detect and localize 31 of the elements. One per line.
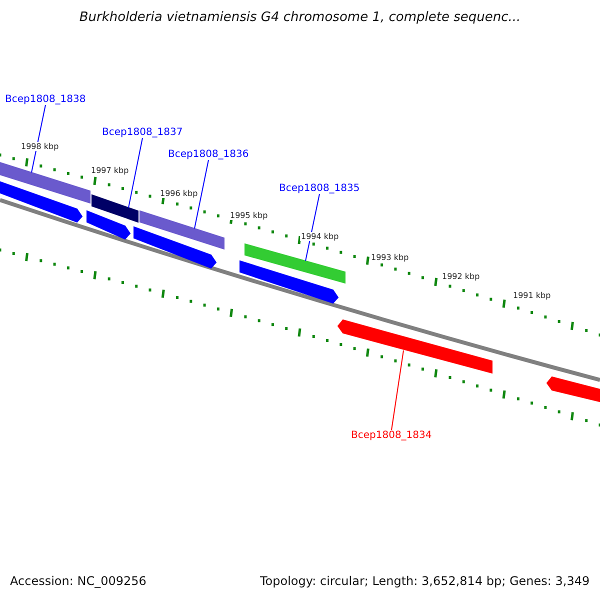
scale-label: 1998 kbp	[20, 142, 60, 151]
scale-label: 1994 kbp	[300, 232, 340, 241]
scale-label: 1992 kbp	[441, 272, 481, 281]
scale-label: 1993 kbp	[370, 253, 410, 262]
gene-feature-bar	[244, 243, 346, 284]
gene-feature-bar	[92, 194, 138, 223]
gene-feature-bar	[240, 260, 339, 304]
leader-line	[31, 104, 46, 174]
gene-feature-bar	[140, 210, 224, 250]
gene-label: Bcep1808_1834	[351, 430, 432, 441]
gene-label: Bcep1808_1835	[279, 183, 360, 194]
map-title: Burkholderia vietnamiensis G4 chromosome 1, complete sequenc...	[78, 10, 522, 25]
gene-feature-bar	[134, 226, 217, 269]
leader-line	[391, 350, 404, 430]
sequence-info-text: Topology: circular; Length: 3,652,814 bp; Genes: 3,349	[260, 574, 590, 588]
scale-label: 1991 kbp	[512, 291, 552, 300]
gene-feature-bar	[86, 210, 131, 240]
gene-feature-bar	[546, 376, 600, 405]
gene-label: Bcep1808_1836	[168, 149, 249, 160]
gene-feature-bar	[0, 179, 83, 223]
scale-label: 1995 kbp	[229, 211, 269, 220]
gene-label: Bcep1808_1837	[102, 127, 183, 138]
leader-line	[128, 138, 143, 208]
scale-label: 1997 kbp	[90, 166, 130, 175]
leader-line	[305, 194, 320, 262]
scale-label: 1996 kbp	[159, 189, 199, 198]
gene-feature-bar	[0, 160, 90, 204]
leader-line	[194, 160, 209, 230]
gene-label: Bcep1808_1838	[5, 94, 86, 105]
accession-text: Accession: NC_009256	[10, 574, 146, 588]
gene-feature-bar	[337, 319, 492, 374]
